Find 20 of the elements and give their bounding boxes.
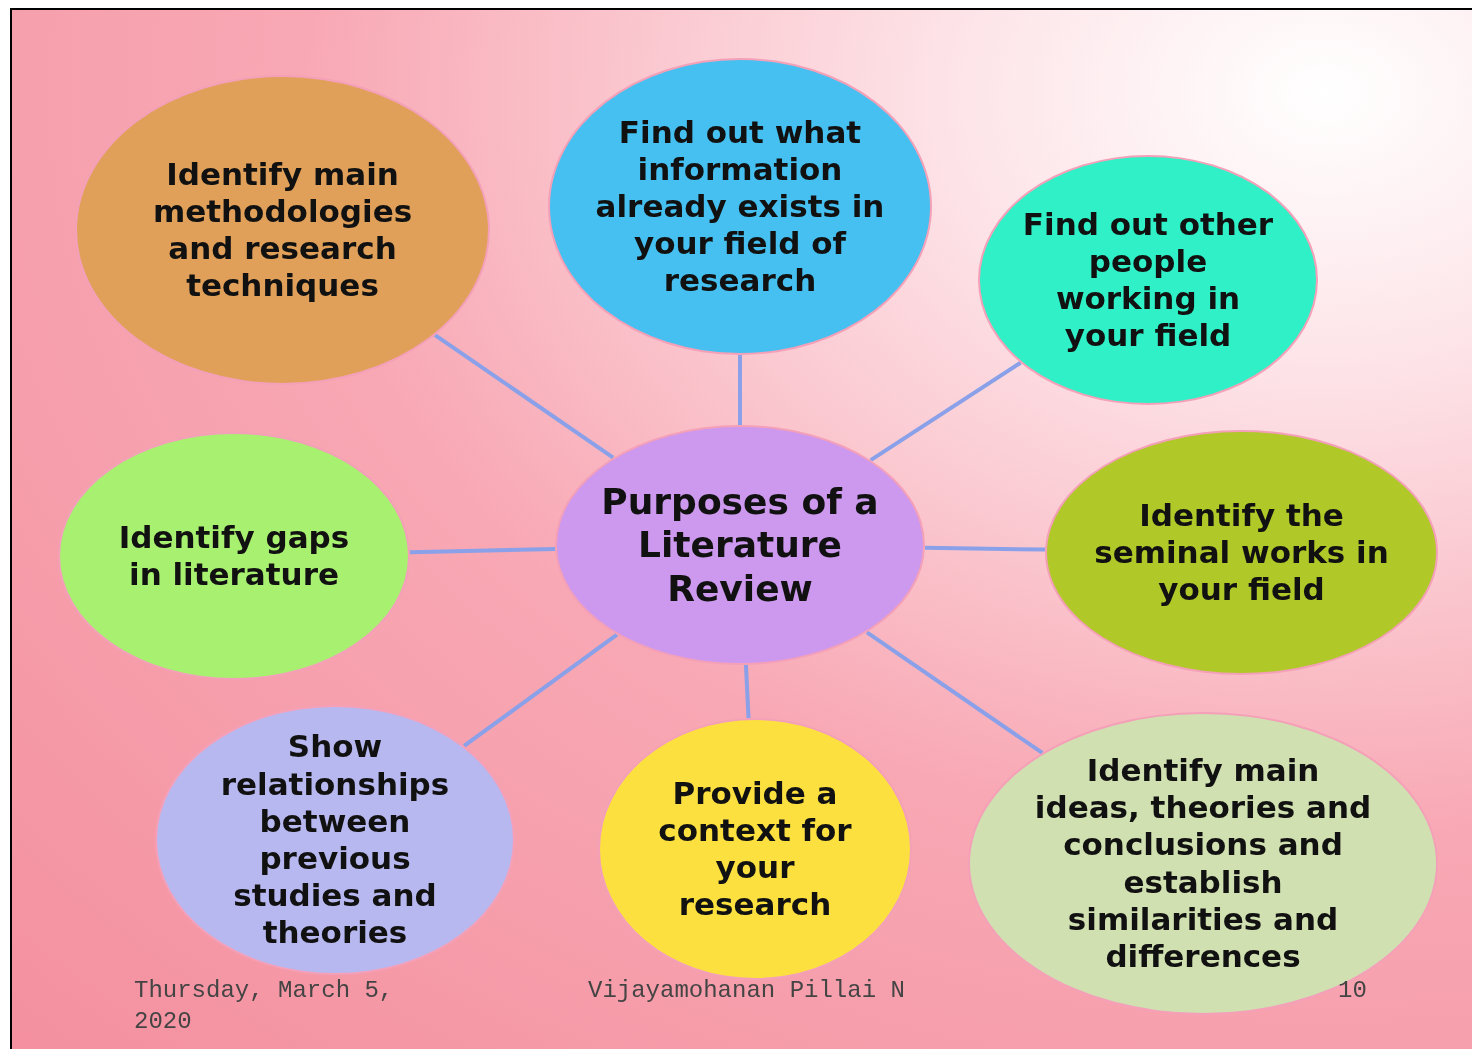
connector-line (869, 361, 1022, 462)
purpose-text: Provide a context for your research (657, 774, 853, 924)
connector-line (924, 545, 1046, 552)
page-number: 10 (1338, 976, 1367, 1006)
purpose-text: Find out what information already exists in your field of research (594, 113, 886, 300)
author-footer: Vijayamohanan Pillai N (588, 975, 905, 1007)
purpose-text: Identify gaps in literature (117, 518, 351, 594)
purpose-text: Show relationships between previous studies and theories (219, 728, 451, 952)
date-footer: Thursday, March 5, 2020 (134, 975, 434, 1038)
connector-line (433, 333, 615, 460)
purpose-text: Find out other people working in your field (1021, 205, 1275, 355)
purpose-text: Identify the seminal works in your field (1093, 496, 1390, 609)
purpose-text: Purposes of a Literature Review (600, 480, 880, 610)
purpose-text: Identify main ideas, theories and conclusions and establish similarities and differences (1033, 751, 1373, 976)
connector-line (743, 664, 751, 719)
connector-line (865, 630, 1044, 755)
purpose-text: Identify main methodologies and research techniques (151, 155, 414, 305)
connector-line (409, 547, 556, 555)
connector-line (738, 355, 742, 425)
connector-line (462, 633, 619, 748)
